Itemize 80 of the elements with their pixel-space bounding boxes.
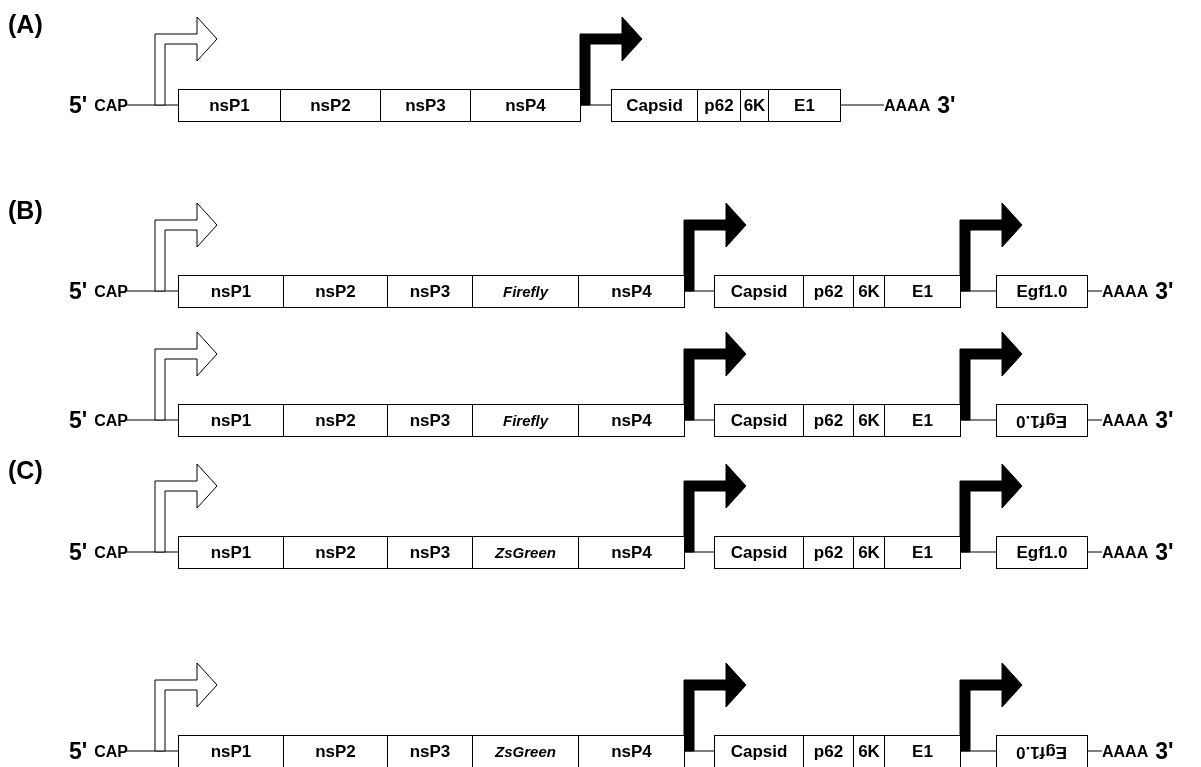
- gene-box: nsP1: [178, 404, 284, 437]
- gene-box: nsP4: [578, 275, 685, 308]
- promoter-arrow: [683, 331, 747, 421]
- gene-box: nsP4: [470, 89, 581, 122]
- end-label: CAP: [94, 743, 128, 760]
- gene-box: Capsid: [714, 536, 804, 569]
- gene-box: nsP2: [283, 404, 388, 437]
- gene-box: nsP4: [578, 735, 685, 767]
- gene-box: Capsid: [611, 89, 698, 122]
- gene-box: nsP3: [387, 404, 473, 437]
- gene-box: 6K: [740, 89, 769, 122]
- gene-box: nsP3: [387, 536, 473, 569]
- gene-box: p62: [803, 275, 854, 308]
- gene-box: nsP3: [387, 275, 473, 308]
- gene-box: Firefly: [472, 275, 579, 308]
- end-label: CAP: [94, 544, 128, 561]
- gene-box: E1: [884, 735, 961, 767]
- promoter-arrow: [959, 463, 1023, 553]
- gene-box: nsP4: [578, 404, 685, 437]
- gene-box: Egf1.0: [996, 735, 1088, 767]
- promoter-arrow: [959, 662, 1023, 752]
- gene-box: 6K: [853, 536, 885, 569]
- promoter-arrow: [125, 16, 218, 106]
- gene-box: Capsid: [714, 404, 804, 437]
- gene-box: nsP1: [178, 536, 284, 569]
- gene-box: nsP1: [178, 735, 284, 767]
- gene-box: E1: [884, 536, 961, 569]
- end-label: 5': [68, 409, 88, 432]
- promoter-arrow: [959, 331, 1023, 421]
- end-label: CAP: [94, 283, 128, 300]
- end-label: 3': [937, 94, 956, 117]
- end-label: 5': [68, 94, 88, 117]
- promoter-arrow: [579, 16, 643, 106]
- end-label: 5': [68, 541, 88, 564]
- gene-box: nsP2: [283, 275, 388, 308]
- promoter-arrow: [683, 463, 747, 553]
- panel-label: (A): [8, 10, 43, 39]
- end-label: 5': [68, 740, 88, 763]
- promoter-arrow: [959, 202, 1023, 292]
- gene-box: Egf1.0: [996, 275, 1088, 308]
- gene-box: p62: [803, 404, 854, 437]
- gene-box: E1: [884, 404, 961, 437]
- end-label: AAAA: [884, 97, 931, 114]
- gene-box: nsP1: [178, 89, 281, 122]
- end-label: AAAA: [1102, 283, 1149, 300]
- gene-box: Egf1.0: [996, 536, 1088, 569]
- end-label: 5': [68, 280, 88, 303]
- gene-box: p62: [697, 89, 741, 122]
- promoter-arrow: [683, 202, 747, 292]
- gene-box: p62: [803, 536, 854, 569]
- gene-box: nsP1: [178, 275, 284, 308]
- gene-box: 6K: [853, 404, 885, 437]
- gene-box: nsP3: [380, 89, 471, 122]
- end-label: 3': [1155, 541, 1174, 564]
- gene-box: nsP4: [578, 536, 685, 569]
- end-label: 3': [1155, 409, 1174, 432]
- end-label: AAAA: [1102, 412, 1149, 429]
- gene-box: nsP2: [283, 536, 388, 569]
- promoter-arrow: [683, 662, 747, 752]
- gene-box: Firefly: [472, 404, 579, 437]
- gene-box: Capsid: [714, 735, 804, 767]
- end-label: CAP: [94, 412, 128, 429]
- gene-box: Capsid: [714, 275, 804, 308]
- end-label: 3': [1155, 280, 1174, 303]
- promoter-arrow: [125, 463, 218, 553]
- gene-box: nsP2: [280, 89, 381, 122]
- promoter-arrow: [125, 331, 218, 421]
- panel-label: (B): [8, 196, 43, 225]
- promoter-arrow: [125, 662, 218, 752]
- promoter-arrow: [125, 202, 218, 292]
- gene-box: ZsGreen: [472, 536, 579, 569]
- end-label: 3': [1155, 740, 1174, 763]
- panel-label: (C): [8, 456, 43, 485]
- end-label: AAAA: [1102, 544, 1149, 561]
- end-label: CAP: [94, 97, 128, 114]
- gene-box: E1: [768, 89, 841, 122]
- end-label: AAAA: [1102, 743, 1149, 760]
- gene-box: Egf1.0: [996, 404, 1088, 437]
- gene-box: 6K: [853, 275, 885, 308]
- gene-box: E1: [884, 275, 961, 308]
